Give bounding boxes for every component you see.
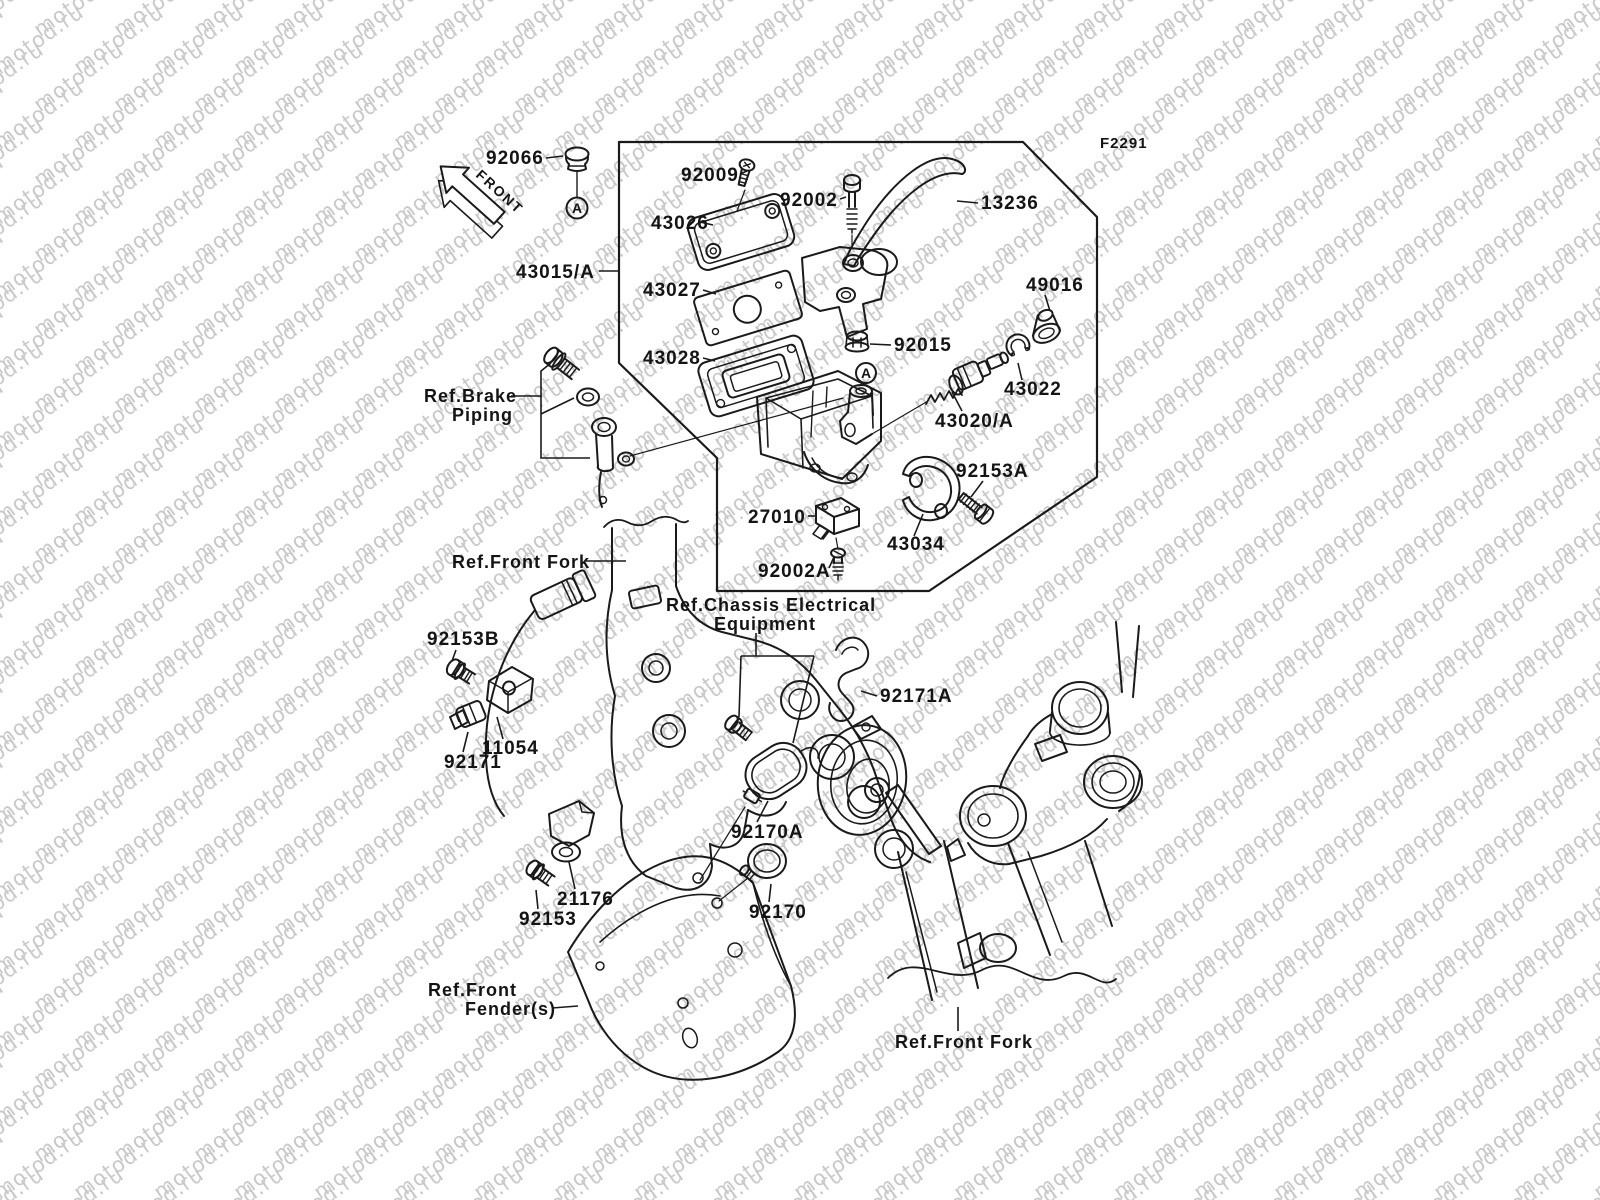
part-label-43027: 43027 <box>643 280 701 301</box>
part-label-43027-leader <box>702 289 717 295</box>
part-label-92171A: 92171A <box>880 686 953 707</box>
leader-lines <box>451 155 1051 1031</box>
part-steering-stem <box>887 621 1143 1001</box>
part-clamp-43034 <box>902 455 961 522</box>
part-label-92009-leader <box>739 170 748 175</box>
part-label-43028-leader <box>702 357 716 362</box>
part-front-fork <box>603 515 931 891</box>
ref-label-brake-piping-1: Ref.Brake <box>424 386 517 406</box>
part-front-fender <box>567 806 796 1081</box>
ref-label-brake-piping-2: Piping <box>452 405 513 425</box>
detail-marker-letter: A <box>572 200 582 216</box>
part-label-92170A-leader <box>756 800 769 823</box>
part-label-92153-leader <box>535 889 539 910</box>
part-boot-49016 <box>1031 308 1062 344</box>
part-label-21176-leader <box>568 861 576 890</box>
part-diaphragm-plate-43027 <box>693 269 803 347</box>
part-label-43034: 43034 <box>887 534 945 555</box>
part-label-92002-leader <box>839 196 847 200</box>
diagram-frame-border <box>617 140 1099 593</box>
part-nut-92015 <box>844 330 870 353</box>
part-label-92009: 92009 <box>681 165 739 186</box>
ref-label-front-fender-2-leader <box>551 1005 579 1009</box>
part-label-43020A-leader <box>951 391 963 412</box>
part-label-92170: 92170 <box>749 902 807 923</box>
part-reservoir-cap-43026 <box>686 193 796 271</box>
part-label-92002A-leader <box>828 556 835 569</box>
part-bolt-92153A <box>957 492 995 525</box>
part-piston-kit-43020A <box>871 351 1009 435</box>
part-retainer-92171A <box>828 636 870 722</box>
part-bracket-11054 <box>486 666 534 714</box>
part-label-92002A: 92002A <box>758 561 831 582</box>
part-label-92066-leader <box>545 155 564 159</box>
part-lever-holder <box>801 246 898 338</box>
part-label-21176: 21176 <box>557 889 614 910</box>
part-circlip-43022 <box>1005 333 1031 357</box>
part-label-11054-leader <box>496 716 504 740</box>
part-label-92066: 92066 <box>486 148 544 169</box>
part-screw-92002A <box>830 537 846 581</box>
part-label-43022-leader <box>1017 362 1023 381</box>
figure-code: F2291 <box>1100 135 1148 152</box>
ref-label-front-fender-2: Fender(s) <box>465 999 556 1019</box>
part-label-92171-leader <box>462 731 469 753</box>
part-label-92171A-leader <box>860 690 878 697</box>
part-label-92153A-leader <box>970 480 984 498</box>
part-brake-piping <box>543 346 844 508</box>
part-band-clamp-92170A <box>742 741 820 805</box>
detail-markers: AA <box>565 196 877 384</box>
ref-label-chassis-electrical-2: Equipment <box>714 614 816 634</box>
part-pivot-bolt-92002 <box>843 174 861 248</box>
part-label-43034-leader <box>913 513 924 537</box>
part-label-43026: 43026 <box>651 213 709 234</box>
part-brake-switch-27010 <box>812 497 860 540</box>
part-label-92153B-leader <box>451 649 457 662</box>
ref-label-brake-piping-1-leader <box>511 362 552 397</box>
part-label-27010: 27010 <box>748 507 806 528</box>
part-grommet-92170 <box>738 843 787 883</box>
part-label-92002: 92002 <box>780 190 838 211</box>
part-label-49016: 49016 <box>1026 275 1084 296</box>
part-label-43020A: 43020/A <box>935 411 1014 432</box>
part-label-49016-leader <box>1044 294 1051 312</box>
ref-label-front-fork-lower: Ref.Front Fork <box>895 1032 1033 1052</box>
detail-marker-circle <box>855 362 877 384</box>
part-cap-plug-92066 <box>564 146 590 198</box>
part-label-43028: 43028 <box>643 348 701 369</box>
part-label-13236-leader <box>956 200 979 204</box>
part-label-43026-leader <box>699 221 714 226</box>
part-label-92153B: 92153B <box>427 629 500 650</box>
part-label-92153: 92153 <box>519 909 577 930</box>
ref-label-brake-piping-1-leader <box>540 396 590 459</box>
part-label-11054: 11054 <box>482 738 539 759</box>
ref-label-brake-piping-1-leader <box>540 397 575 415</box>
ref-label-chassis-electrical-1-leader <box>738 655 742 718</box>
part-labels: F2291 92066 92009 92002 13236 43026 43015/A 430… <box>424 135 1148 1052</box>
part-bolt-92153B <box>445 658 476 685</box>
part-label-92153A: 92153A <box>956 461 1029 482</box>
part-label-43015A: 43015/A <box>516 262 595 283</box>
part-sensor-harness-21176 <box>484 569 597 887</box>
ref-label-chassis-electrical-1: Ref.Chassis Electrical <box>666 595 876 615</box>
ref-label-front-fender-1: Ref.Front <box>428 980 517 1000</box>
ref-label-chassis-electrical-1-leader <box>792 655 815 744</box>
part-label-92170-leader <box>768 883 772 903</box>
part-label-92015: 92015 <box>894 335 952 356</box>
ref-label-front-fork-upper: Ref.Front Fork <box>452 552 590 572</box>
part-label-92170A: 92170A <box>731 822 804 843</box>
part-horn <box>724 714 942 855</box>
part-damper-92171 <box>449 700 487 730</box>
detail-marker-circle <box>565 196 589 220</box>
part-label-43022: 43022 <box>1004 379 1062 400</box>
part-cap-screw-92009 <box>736 158 756 212</box>
part-label-92171: 92171 <box>444 752 502 773</box>
part-label-13236: 13236 <box>981 193 1039 214</box>
part-label-92015-leader <box>869 343 892 346</box>
detail-marker-letter: A <box>861 365 871 381</box>
